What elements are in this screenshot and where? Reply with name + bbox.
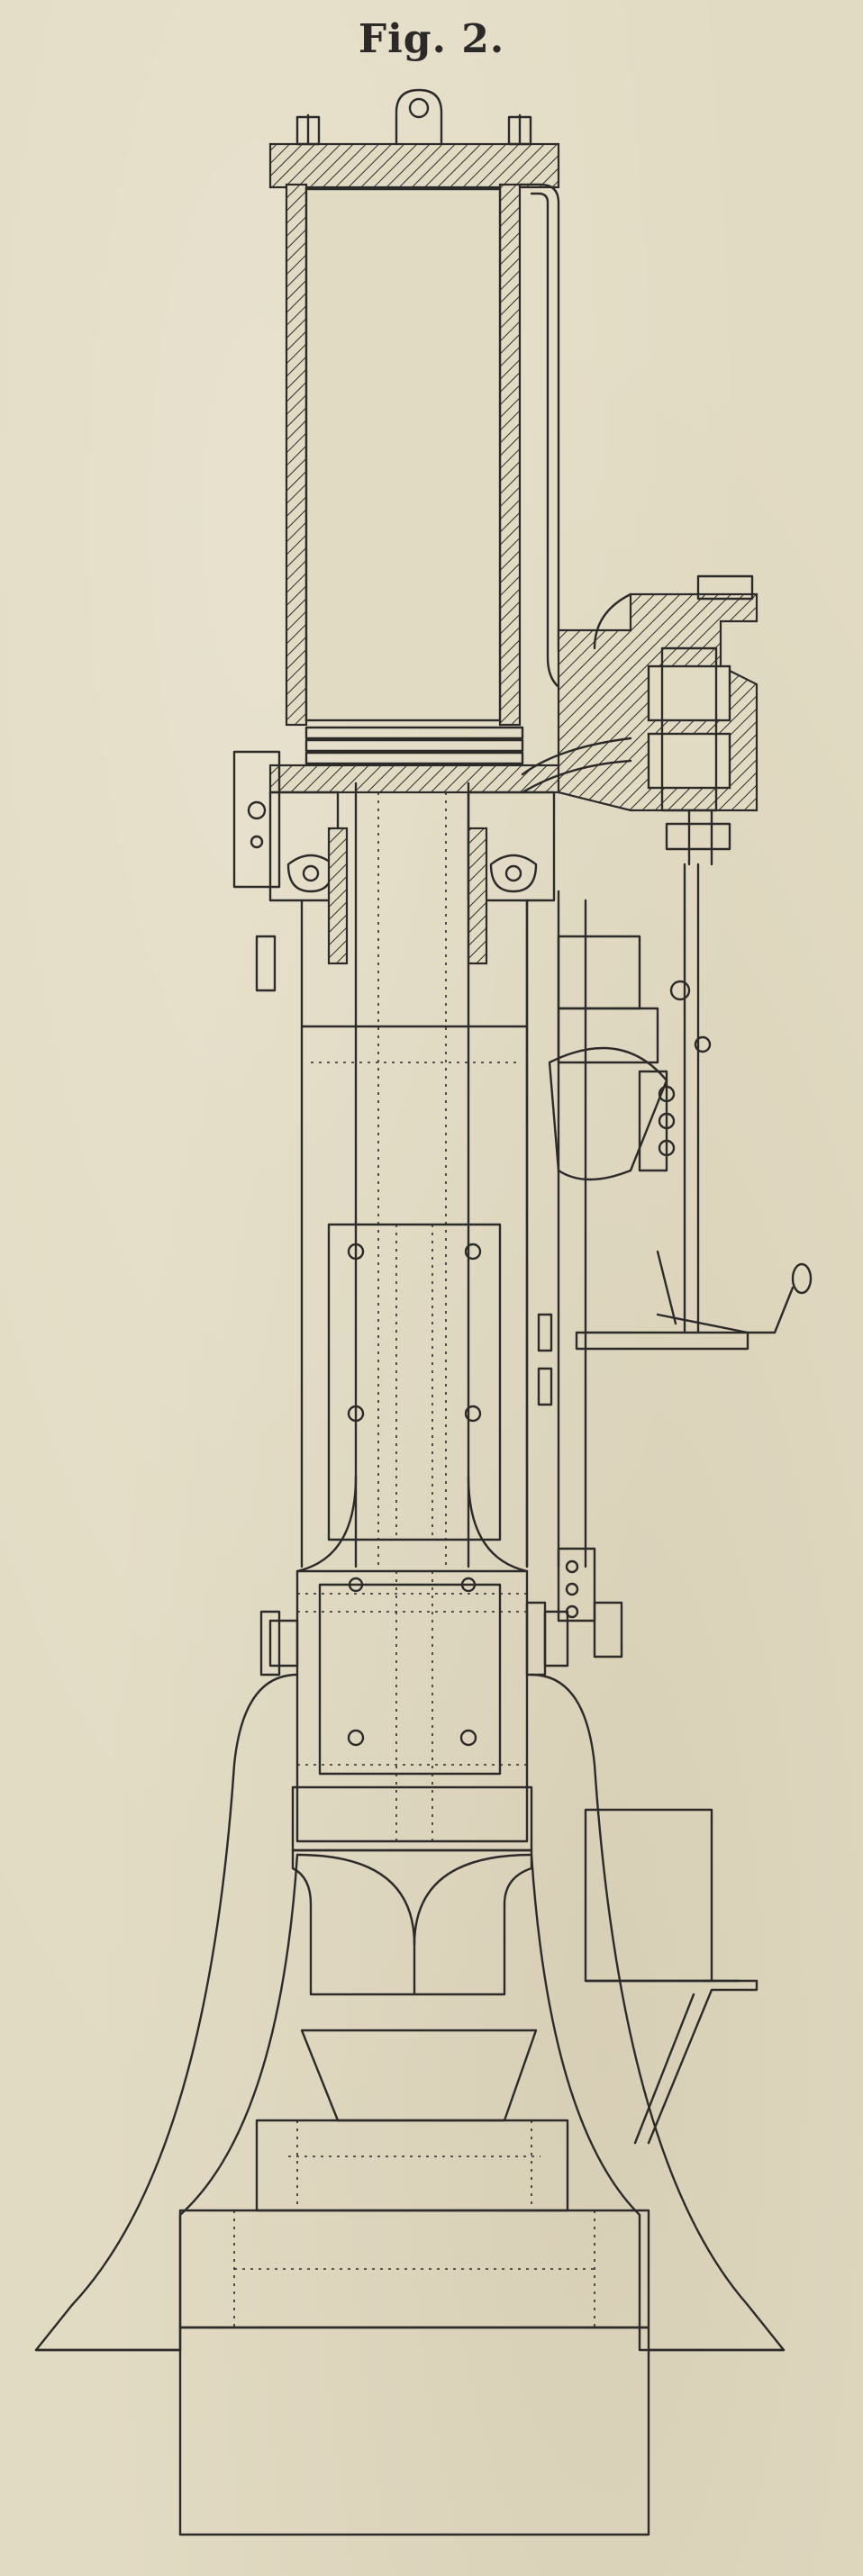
valve-gear — [525, 863, 813, 1659]
piston-rod — [354, 782, 470, 1568]
figure-title: Fig. 2. — [358, 16, 505, 62]
cylinder-head — [268, 88, 560, 189]
anvil-frame — [34, 1673, 786, 2536]
stuffing-box — [232, 750, 556, 992]
hammer-tup — [259, 1569, 569, 1996]
frame-standard — [295, 899, 529, 1573]
valve-chest — [521, 574, 759, 866]
handle-icon — [791, 1262, 813, 1295]
steam-pipe — [518, 183, 587, 697]
steam-cylinder — [268, 183, 578, 794]
side-support — [584, 1808, 759, 2145]
lifting-eye-icon — [395, 88, 443, 146]
